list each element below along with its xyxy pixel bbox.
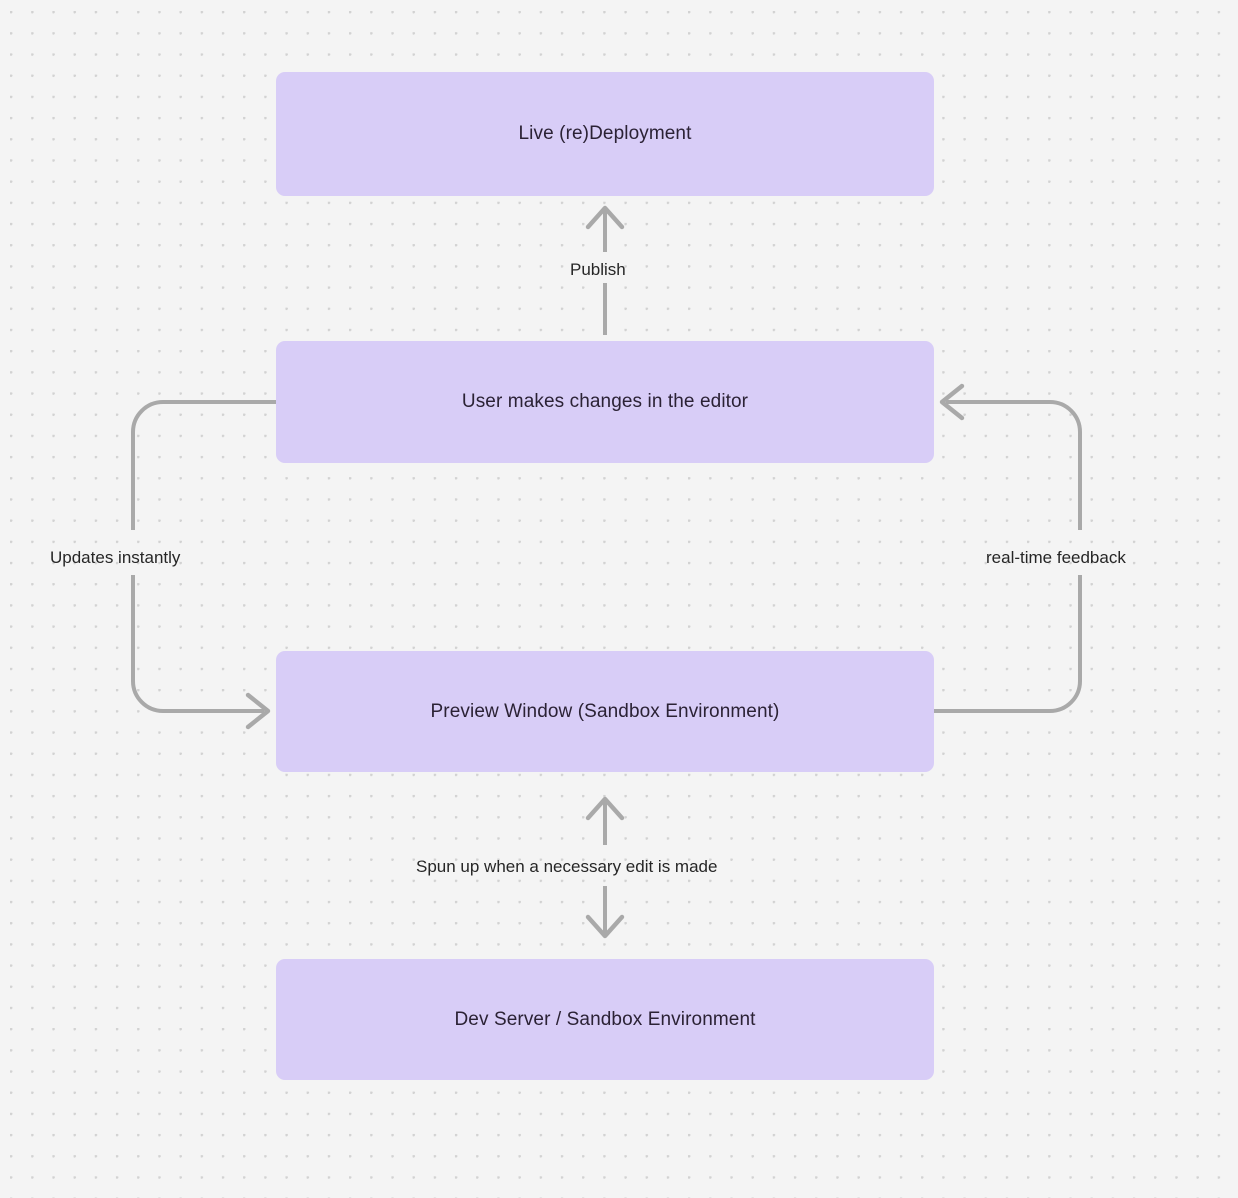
node-live-redeployment[interactable]: Live (re)Deployment: [276, 72, 934, 196]
edge-label-updates-instantly: Updates instantly: [50, 548, 181, 567]
edge-label-realtime-feedback: real-time feedback: [986, 548, 1126, 567]
node-dev-server[interactable]: Dev Server / Sandbox Environment: [276, 959, 934, 1080]
node-preview-window[interactable]: Preview Window (Sandbox Environment): [276, 651, 934, 772]
edge-label-spun-up: Spun up when a necessary edit is made: [416, 857, 718, 876]
node-user-makes-changes[interactable]: User makes changes in the editor: [276, 341, 934, 463]
edge-label-publish: Publish: [570, 260, 626, 279]
